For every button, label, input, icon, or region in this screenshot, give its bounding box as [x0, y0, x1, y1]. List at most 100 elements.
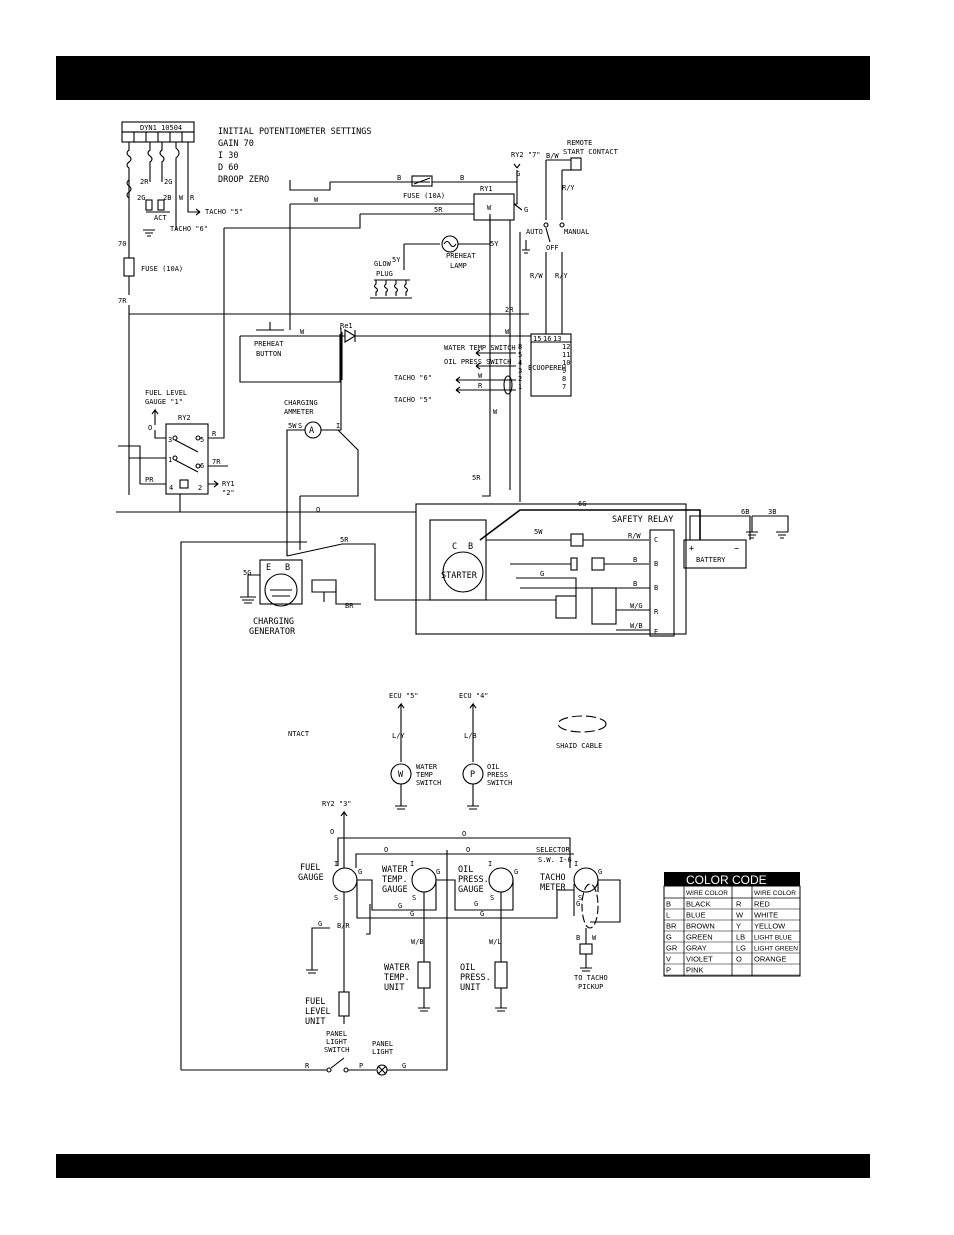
svg-text:15: 15 — [533, 335, 541, 343]
svg-text:SAFETY RELAY: SAFETY RELAY — [612, 515, 673, 525]
svg-text:RY2 "7": RY2 "7" — [511, 151, 541, 159]
color-code-abbr: GR — [666, 944, 678, 953]
svg-text:TO TACHO: TO TACHO — [574, 974, 608, 982]
svg-text:TACHO "5": TACHO "5" — [394, 396, 432, 404]
svg-text:I: I — [336, 422, 340, 430]
svg-text:PREHEAT: PREHEAT — [254, 340, 284, 348]
svg-text:CHARGING: CHARGING — [284, 399, 318, 407]
svg-text:16: 16 — [543, 335, 551, 343]
ry2-relay: FUEL LEVEL GAUGE "1" O RY2 3 5 1 6 4 2 R… — [116, 228, 416, 513]
svg-text:5G: 5G — [243, 569, 251, 577]
svg-text:6G: 6G — [578, 500, 586, 508]
color-code-abbr: W — [736, 911, 744, 920]
svg-text:I: I — [574, 860, 578, 868]
color-code-name: BROWN — [686, 922, 715, 931]
module-label: DYN1 10504 — [140, 124, 182, 132]
svg-text:GAUGE "1": GAUGE "1" — [145, 398, 183, 406]
svg-text:2B: 2B — [163, 194, 171, 202]
svg-text:PRESS.: PRESS. — [458, 875, 489, 885]
svg-text:B: B — [633, 556, 637, 564]
svg-text:B: B — [576, 934, 580, 942]
svg-text:2: 2 — [198, 484, 202, 492]
svg-text:COLOR CODE: COLOR CODE — [686, 873, 767, 887]
svg-text:11: 11 — [562, 351, 570, 359]
svg-text:WATER: WATER — [384, 963, 410, 973]
color-code-name: GRAY — [686, 944, 707, 953]
svg-text:UNIT: UNIT — [305, 1017, 325, 1027]
svg-text:S: S — [412, 894, 416, 902]
svg-text:O: O — [466, 846, 470, 854]
svg-text:PRESS.: PRESS. — [460, 973, 491, 983]
svg-text:7R: 7R — [212, 458, 221, 466]
svg-text:G: G — [576, 900, 580, 908]
svg-text:OIL: OIL — [487, 763, 500, 771]
svg-text:FUEL: FUEL — [300, 863, 320, 873]
svg-text:LIGHT: LIGHT — [326, 1038, 348, 1046]
color-code-abbr: BR — [666, 922, 677, 931]
svg-text:FUEL LEVEL: FUEL LEVEL — [145, 389, 187, 397]
svg-text:G: G — [524, 206, 528, 214]
svg-text:3: 3 — [168, 436, 172, 444]
svg-text:5R: 5R — [434, 206, 443, 214]
svg-text:FUEL: FUEL — [305, 997, 325, 1007]
svg-text:S.W. I-6: S.W. I-6 — [538, 856, 572, 864]
svg-text:7R: 7R — [118, 297, 127, 305]
svg-text:G: G — [598, 868, 602, 876]
ry1-relay: B B FUSE (10A) RY2 "7" G RY1 W G W 5R — [224, 151, 541, 229]
svg-text:OFF: OFF — [546, 244, 559, 252]
svg-text:2G: 2G — [137, 194, 145, 202]
svg-text:B: B — [460, 174, 464, 182]
svg-text:UNIT: UNIT — [384, 983, 404, 993]
battery: + − BATTERY 6B 3B — [683, 508, 789, 569]
svg-text:FUSE (10A): FUSE (10A) — [403, 192, 445, 200]
svg-text:BR: BR — [345, 602, 354, 610]
svg-text:O: O — [330, 828, 334, 836]
wire-color-header-right: WIRE COLOR — [754, 890, 796, 897]
svg-text:GAUGE: GAUGE — [298, 873, 324, 883]
svg-text:TACHO "6": TACHO "6" — [394, 374, 432, 382]
svg-text:70: 70 — [118, 240, 126, 248]
svg-text:O: O — [148, 424, 152, 432]
color-code-name: LIGHT BLUE — [754, 935, 792, 942]
svg-text:TEMP.: TEMP. — [384, 973, 410, 983]
color-code-name: PINK — [686, 966, 704, 975]
svg-text:E: E — [266, 563, 271, 573]
svg-text:4: 4 — [169, 484, 173, 492]
color-code-abbr: O — [736, 955, 742, 964]
svg-text:R: R — [654, 608, 659, 616]
color-code-name: LIGHT GREEN — [754, 946, 798, 953]
svg-text:W/G: W/G — [630, 602, 643, 610]
color-code-abbr: Y — [736, 922, 741, 931]
svg-text:S: S — [334, 894, 338, 902]
svg-text:RY1: RY1 — [480, 185, 493, 193]
svg-text:G: G — [410, 910, 414, 918]
starter-safety-relay: W 5R 6G C B STARTER 5W R/W B SAFETY RELA… — [415, 214, 701, 637]
color-code-name: VIOLET — [686, 955, 713, 964]
svg-text:7: 7 — [562, 383, 566, 391]
svg-text:WATER TEMP SWITCH: WATER TEMP SWITCH — [444, 344, 516, 352]
svg-text:8: 8 — [562, 375, 566, 383]
svg-text:L/B: L/B — [464, 732, 477, 740]
svg-text:6: 6 — [200, 462, 204, 470]
svg-text:B: B — [468, 542, 473, 552]
svg-text:GAUGE: GAUGE — [382, 885, 408, 895]
svg-text:6B: 6B — [741, 508, 749, 516]
svg-text:STARTER: STARTER — [441, 571, 478, 581]
svg-text:B/W: B/W — [546, 152, 559, 160]
charging-generator: E B CHARGING GENERATOR 5G 5R BR O — [180, 506, 416, 1070]
svg-text:W/L: W/L — [489, 938, 502, 946]
svg-text:CHARGING: CHARGING — [253, 617, 294, 627]
svg-text:5Y: 5Y — [490, 240, 499, 248]
svg-text:SWITCH: SWITCH — [324, 1046, 349, 1054]
svg-text:B: B — [285, 563, 290, 573]
svg-text:SWITCH: SWITCH — [416, 779, 441, 787]
svg-text:SWITCH: SWITCH — [487, 779, 512, 787]
svg-text:O: O — [462, 830, 466, 838]
svg-text:A: A — [309, 426, 314, 436]
svg-text:LEVEL: LEVEL — [305, 1007, 331, 1017]
svg-text:"2": "2" — [222, 489, 235, 497]
svg-text:ECUOPEREH: ECUOPEREH — [528, 364, 566, 372]
header-bar — [56, 56, 870, 100]
